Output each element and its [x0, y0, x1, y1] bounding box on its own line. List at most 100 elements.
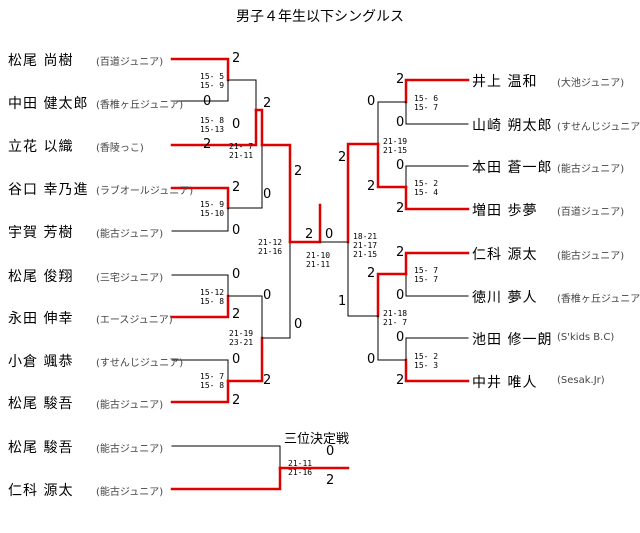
third-bottom-line [170, 466, 282, 491]
game-count: 2 [338, 150, 347, 165]
third-player-club: (能古ジュニア) [96, 487, 164, 498]
l-m3-bottom-line [227, 144, 263, 209]
match-score: 21-12 21-16 [258, 238, 283, 256]
left-player-club: (三宅ジュニア) [96, 273, 164, 284]
l-m3-top-line [254, 108, 264, 147]
left-player-name: 松尾 駿吾 [8, 396, 74, 412]
r-m1-bottom-line [405, 101, 469, 125]
game-count: 2 [396, 72, 405, 87]
right-player-name: 増田 歩夢 [472, 203, 538, 219]
r-m5-top-line [405, 337, 469, 361]
left-player-name: 谷口 幸乃進 [8, 182, 89, 198]
match-score: 15- 2 15- 4 [414, 179, 439, 197]
game-count: 0 [367, 94, 376, 109]
l-m4-top-line [170, 186, 230, 210]
game-count: 0 [396, 330, 405, 345]
left-player-club: (能古ジュニア) [96, 400, 164, 411]
game-count: 2 [263, 373, 272, 388]
match-score: 21-11 21-16 [288, 459, 313, 477]
match-score: 15- 5 15- 9 [200, 72, 225, 90]
game-count: 2 [232, 180, 241, 195]
right-player-club: (百道ジュニア) [557, 207, 625, 218]
right-player-name: 池田 修一朗 [472, 332, 553, 348]
r-m2-top-line [405, 165, 469, 188]
r-m6-bottom-line [377, 315, 407, 361]
right-player-name: 仁科 源太 [472, 247, 538, 263]
r-m6-top-line [376, 272, 408, 318]
r-m4-top-line [404, 251, 470, 276]
left-player-club: (百道ジュニア) [96, 57, 164, 68]
left-player-name: 宇賀 芳樹 [8, 225, 74, 241]
l-m2-top-line [227, 79, 257, 111]
game-count: 0 [396, 288, 405, 303]
match-score: 15- 9 15-10 [200, 200, 225, 218]
l-semi-bottom-line [261, 241, 291, 339]
l-m2-bottom-line [170, 108, 258, 147]
game-count: 2 [263, 96, 272, 111]
third-player-name: 松尾 駿吾 [8, 440, 74, 456]
r-m3-bottom-line [376, 142, 408, 189]
l-m7-top-line [227, 295, 263, 339]
game-count: 2 [232, 393, 241, 408]
game-count: 2 [396, 245, 405, 260]
right-player-club: (Sesak.Jr) [557, 375, 605, 386]
l-m5-top-line [171, 274, 229, 297]
game-count: 0 [263, 187, 272, 202]
game-count: 2 [367, 266, 376, 281]
game-count: 0 [203, 94, 212, 109]
game-count: 0 [232, 267, 241, 282]
game-count: 2 [294, 164, 303, 179]
l-m5-bottom-line [170, 294, 230, 319]
l-m6-bottom-line [170, 379, 230, 404]
third-player-club: (能古ジュニア) [96, 444, 164, 455]
r-semi-top-line [346, 142, 380, 244]
match-score: 15- 7 15- 7 [414, 266, 439, 284]
game-count: 2 [396, 201, 405, 216]
right-player-club: (香椎ヶ丘ジュニア) [557, 294, 640, 305]
game-count: 0 [396, 158, 405, 173]
game-count: 2 [232, 307, 241, 322]
r-m4-bottom-line [405, 273, 469, 297]
match-score: 15- 2 15- 3 [414, 352, 439, 370]
match-score: 21-19 23-21 [229, 329, 254, 347]
l-m4-bottom-line [171, 207, 229, 232]
game-count: 0 [294, 317, 303, 332]
right-player-club: (S'kids B.C) [557, 332, 615, 343]
left-player-name: 松尾 尚樹 [8, 53, 74, 69]
r-m2-bottom-line [404, 185, 470, 211]
match-score: 18-21 21-17 21-15 [353, 232, 378, 259]
right-player-name: 徳川 夢人 [472, 290, 538, 306]
right-player-club: (大池ジュニア) [557, 78, 625, 89]
left-player-club: (ラブオールジュニア) [96, 186, 194, 197]
left-player-name: 立花 以織 [8, 139, 74, 155]
l-m7-bottom-line [226, 336, 264, 383]
left-player-club: (香椎ヶ丘ジュニア) [96, 100, 184, 111]
left-player-club: (すせんじジュニア) [96, 358, 184, 369]
game-count: 2 [232, 51, 241, 66]
game-count: 0 [325, 227, 334, 242]
right-player-name: 本田 蒼一郎 [472, 160, 553, 176]
game-count: 0 [232, 352, 241, 367]
game-count: 0 [232, 223, 241, 238]
r-m1-top-line [404, 78, 470, 104]
left-player-name: 小倉 颯恭 [8, 354, 74, 370]
l-m1-bottom-line [171, 79, 229, 102]
match-score: 21-10 21-11 [306, 251, 331, 269]
left-player-name: 永田 伸幸 [8, 311, 74, 327]
right-player-name: 中井 唯人 [472, 375, 538, 391]
third-player-name: 仁科 源太 [8, 483, 74, 499]
left-player-name: 松尾 俊翔 [8, 269, 74, 285]
game-count: 1 [338, 294, 347, 309]
match-score: 15- 7 15- 8 [200, 372, 225, 390]
l-m1-top-line [170, 57, 230, 82]
game-count: 2 [203, 137, 212, 152]
third-top-line [171, 445, 281, 469]
right-player-club: (能古ジュニア) [557, 164, 625, 175]
match-score: 21- 7 21-11 [229, 142, 254, 160]
game-count: 0 [263, 288, 272, 303]
game-count: 2 [367, 179, 376, 194]
match-score: 21-19 21-15 [383, 137, 408, 155]
game-count: 0 [232, 117, 241, 132]
r-m5-bottom-line [404, 358, 470, 383]
